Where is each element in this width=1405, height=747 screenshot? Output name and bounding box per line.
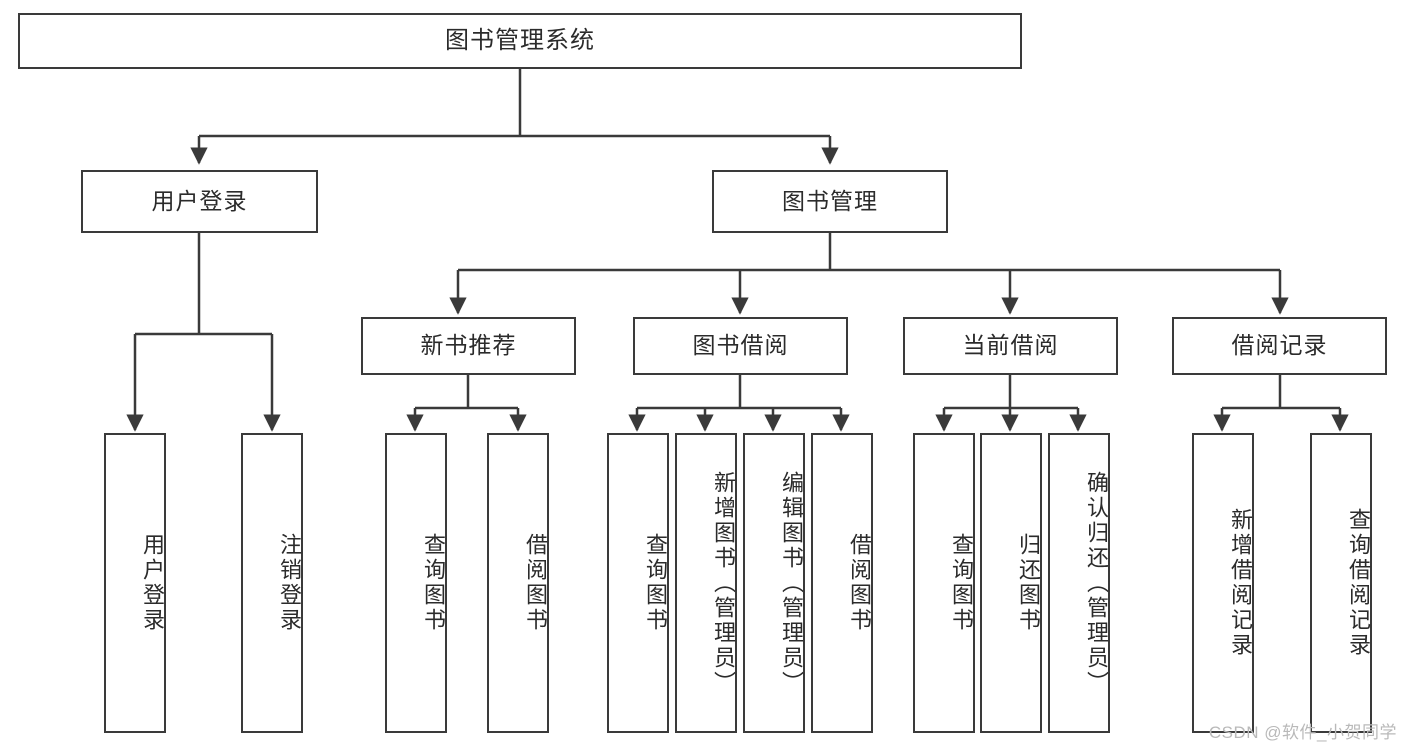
leaf-borrow-borrow-book[interactable]: 借阅图书 bbox=[811, 433, 873, 733]
leaf-label: 借阅图书 bbox=[847, 533, 872, 633]
leaf-recommend-borrow-book[interactable]: 借阅图书 bbox=[487, 433, 549, 733]
leaf-label: 查询图书 bbox=[949, 533, 974, 633]
node-borrow-record-label: 借阅记录 bbox=[1231, 332, 1328, 359]
leaf-label: 借阅图书 bbox=[523, 533, 548, 633]
node-book-management[interactable]: 图书管理 bbox=[712, 170, 948, 233]
node-root-label: 图书管理系统 bbox=[445, 26, 595, 54]
node-book-borrow[interactable]: 图书借阅 bbox=[633, 317, 848, 375]
leaf-record-query-borrow-record[interactable]: 查询借阅记录 bbox=[1310, 433, 1372, 733]
node-book-management-label: 图书管理 bbox=[782, 187, 878, 214]
node-new-book-recommend-label: 新书推荐 bbox=[420, 332, 517, 359]
leaf-label: 查询图书 bbox=[643, 533, 668, 633]
node-user-login-label: 用户登录 bbox=[151, 187, 248, 214]
leaf-label: 新增图书（管理员） bbox=[711, 470, 736, 696]
leaf-borrow-add-book-admin[interactable]: 新增图书（管理员） bbox=[675, 433, 737, 733]
node-book-borrow-label: 图书借阅 bbox=[692, 332, 789, 359]
leaf-current-confirm-return-admin[interactable]: 确认归还（管理员） bbox=[1048, 433, 1110, 733]
leaf-label: 归还图书 bbox=[1016, 533, 1041, 633]
leaf-label: 查询借阅记录 bbox=[1346, 508, 1371, 658]
leaf-borrow-edit-book-admin[interactable]: 编辑图书（管理员） bbox=[743, 433, 805, 733]
node-new-book-recommend[interactable]: 新书推荐 bbox=[361, 317, 576, 375]
leaf-label: 用户登录 bbox=[140, 533, 165, 633]
leaf-user-login-login[interactable]: 用户登录 bbox=[104, 433, 166, 733]
leaf-user-login-logout[interactable]: 注销登录 bbox=[241, 433, 303, 733]
leaf-current-query-book[interactable]: 查询图书 bbox=[913, 433, 975, 733]
leaf-current-return-book[interactable]: 归还图书 bbox=[980, 433, 1042, 733]
leaf-label: 查询图书 bbox=[421, 533, 446, 633]
leaf-label: 新增借阅记录 bbox=[1228, 508, 1253, 658]
node-user-login[interactable]: 用户登录 bbox=[81, 170, 318, 233]
node-current-borrow[interactable]: 当前借阅 bbox=[903, 317, 1118, 375]
leaf-label: 编辑图书（管理员） bbox=[779, 470, 804, 696]
node-root-book-management-system[interactable]: 图书管理系统 bbox=[18, 13, 1022, 69]
node-borrow-record[interactable]: 借阅记录 bbox=[1172, 317, 1387, 375]
leaf-label: 注销登录 bbox=[277, 533, 302, 633]
leaf-recommend-query-book[interactable]: 查询图书 bbox=[385, 433, 447, 733]
leaf-record-add-borrow-record[interactable]: 新增借阅记录 bbox=[1192, 433, 1254, 733]
leaf-borrow-query-book[interactable]: 查询图书 bbox=[607, 433, 669, 733]
leaf-label: 确认归还（管理员） bbox=[1084, 470, 1109, 696]
node-current-borrow-label: 当前借阅 bbox=[962, 332, 1059, 359]
csdn-watermark: CSDN @软件_小贺同学 bbox=[1208, 723, 1397, 742]
